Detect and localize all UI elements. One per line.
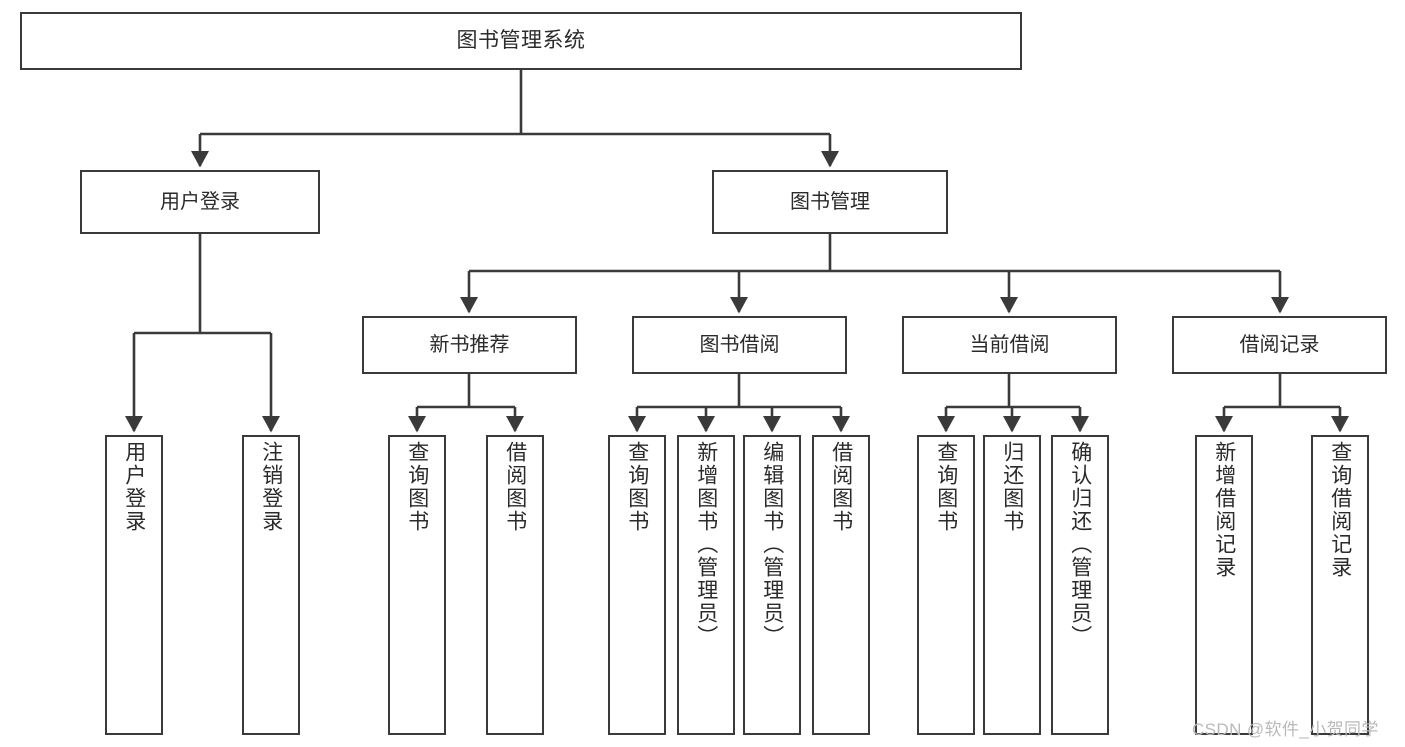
node-leaf-label: 借阅图书 [503,441,527,533]
node-borrow-record[interactable]: 借阅记录 [1172,316,1387,374]
node-leaf-label: 编辑图书（管理员） [760,441,784,648]
node-leaf-current-borrow-confirm-return[interactable]: 确认归还（管理员） [1051,435,1109,735]
csdn-watermark: CSDN @软件_小贺同学 [1192,720,1379,739]
node-leaf-user-login-signout[interactable]: 注销登录 [242,435,300,735]
node-leaf-book-borrow-borrow[interactable]: 借阅图书 [812,435,870,735]
node-current-borrow[interactable]: 当前借阅 [902,316,1117,374]
node-leaf-book-borrow-add[interactable]: 新增图书（管理员） [677,435,735,735]
node-leaf-label: 查询图书 [625,441,649,533]
node-leaf-label: 新增借阅记录 [1212,441,1236,579]
node-user-login-label: 用户登录 [160,190,240,213]
node-leaf-current-borrow-query[interactable]: 查询图书 [917,435,975,735]
node-root-label: 图书管理系统 [456,29,586,53]
node-leaf-label: 用户登录 [122,441,146,533]
node-leaf-label: 注销登录 [259,441,283,533]
node-leaf-new-book-query[interactable]: 查询图书 [388,435,446,735]
node-book-borrow-label: 图书借阅 [699,333,780,356]
node-user-login[interactable]: 用户登录 [80,170,320,234]
node-new-book-recommend-label: 新书推荐 [429,333,510,356]
node-leaf-label: 查询图书 [405,441,429,533]
node-borrow-record-label: 借阅记录 [1239,333,1320,356]
node-leaf-label: 确认归还（管理员） [1068,441,1092,648]
node-current-borrow-label: 当前借阅 [969,333,1050,356]
node-leaf-label: 新增图书（管理员） [694,441,718,648]
node-root-library-system[interactable]: 图书管理系统 [20,12,1022,70]
node-leaf-book-borrow-query[interactable]: 查询图书 [608,435,666,735]
node-new-book-recommend[interactable]: 新书推荐 [362,316,577,374]
node-leaf-label: 借阅图书 [829,441,853,533]
node-book-borrow[interactable]: 图书借阅 [632,316,847,374]
node-leaf-book-borrow-edit[interactable]: 编辑图书（管理员） [743,435,801,735]
node-leaf-user-login-signin[interactable]: 用户登录 [105,435,163,735]
node-book-management-label: 图书管理 [790,190,870,213]
node-book-management[interactable]: 图书管理 [712,170,948,234]
node-leaf-label: 归还图书 [1000,441,1024,533]
node-leaf-borrow-record-query[interactable]: 查询借阅记录 [1311,435,1369,735]
node-leaf-borrow-record-add[interactable]: 新增借阅记录 [1195,435,1253,735]
node-leaf-current-borrow-return[interactable]: 归还图书 [983,435,1041,735]
node-leaf-new-book-borrow[interactable]: 借阅图书 [486,435,544,735]
node-leaf-label: 查询图书 [934,441,958,533]
node-leaf-label: 查询借阅记录 [1328,441,1352,579]
